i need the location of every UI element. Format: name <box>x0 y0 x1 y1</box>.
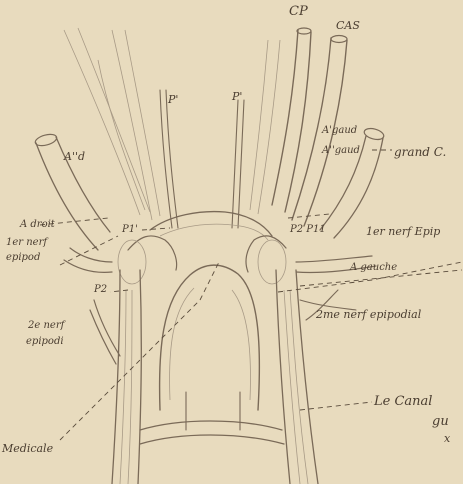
label-a-droit: A droit <box>19 219 56 230</box>
label-second-nerf-left: 2e nerf <box>27 320 67 331</box>
label-bottom-left: Medicale <box>1 442 54 455</box>
label-second-nerf-right: 2me nerf epipodial <box>315 308 422 321</box>
label-canal-fragment-1: gu <box>432 414 449 429</box>
label-a-gauche: A gauche <box>349 262 397 273</box>
label-a2-gaud: A''gaud <box>321 145 360 156</box>
label-a1-gaud: A'gaud <box>321 125 357 136</box>
label-canal: Le Canal <box>373 394 432 409</box>
label-a-double-prime: A''d <box>63 150 85 163</box>
label-p2-left: P2 <box>93 284 107 295</box>
label-p1-left: P' <box>167 93 178 106</box>
label-epipod-left: epipod <box>6 252 40 263</box>
label-first-nerf-right: 1er nerf Epip <box>366 225 440 238</box>
label-canal-fragment-2: x <box>444 432 451 445</box>
label-cas: CAS <box>336 19 360 32</box>
label-epipod2-left: epipodi <box>26 336 64 347</box>
label-first-nerf-left: 1er nerf <box>6 237 49 248</box>
label-cp: CP <box>289 4 308 19</box>
label-grand-c: grand C. <box>394 145 446 159</box>
label-p1-inner: P1' <box>121 224 138 235</box>
label-p2-p11: P2 P11 <box>289 224 326 235</box>
label-p1-right: P' <box>231 90 242 103</box>
